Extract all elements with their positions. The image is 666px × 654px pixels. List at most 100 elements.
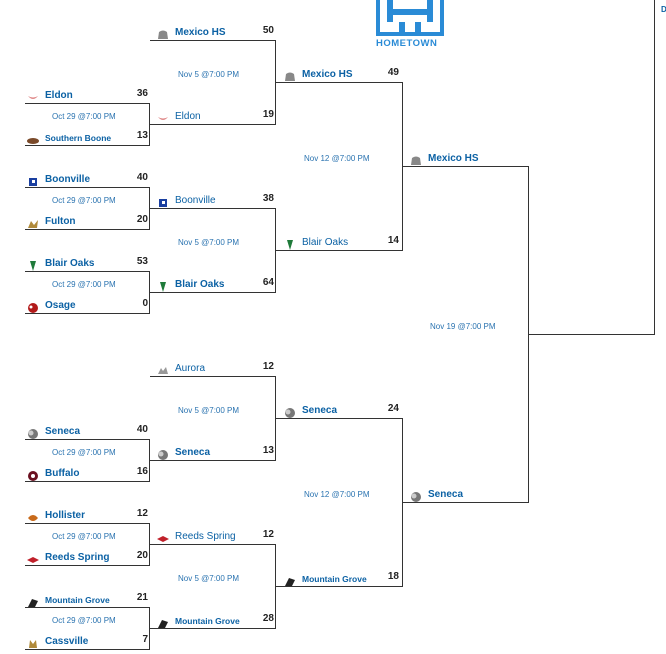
team-score: 64 [262,277,274,288]
team-slot[interactable]: Mountain Grove [157,613,240,629]
eldon-icon [157,111,169,121]
team-score: 13 [262,445,274,456]
team-score: 13 [136,130,148,141]
team-slot[interactable]: Seneca [410,486,463,502]
team-name: Blair Oaks [45,257,95,269]
team-name: Mountain Grove [302,574,367,584]
team-score: 24 [387,403,399,414]
team-name: Reeds Spring [45,551,110,563]
team-score: 12 [262,529,274,540]
team-slot[interactable]: Seneca [284,402,337,418]
team-name: Reeds Spring [175,530,236,542]
team-name: Seneca [45,425,81,437]
team-score: 21 [136,592,148,603]
bracket-line [276,586,402,587]
bracket-line [149,271,150,314]
corner-label[interactable]: D [661,5,666,14]
bracket-line [275,544,276,629]
cassville-icon [27,636,39,648]
reeds-spring-icon [27,552,39,563]
team-name: Blair Oaks [175,278,225,290]
bracket-line [276,418,402,419]
hollister-icon [27,510,39,521]
bracket-line [149,523,150,566]
team-score: 40 [136,424,148,435]
team-name: Southern Boone [45,133,112,143]
osage-icon [27,300,39,313]
team-score: 0 [142,298,148,309]
bracket-line [150,40,276,41]
game-date: Oct 29 @7:00 PM [52,196,116,205]
bracket-line [149,607,150,650]
team-slot[interactable]: Reeds Spring [27,549,109,565]
team-slot[interactable]: Boonville [27,171,90,187]
bracket-line [150,460,276,461]
bracket-line [150,292,276,293]
game-date: Nov 5 @7:00 PM [178,70,240,79]
team-score: 40 [136,172,148,183]
team-name: Buffalo [45,467,80,479]
bracket-line [276,82,402,83]
game-date: Oct 29 @7:00 PM [52,616,116,625]
team-slot[interactable]: Blair Oaks [284,234,348,250]
team-score: 53 [136,256,148,267]
team-name: Fulton [45,215,76,227]
blair-oaks-icon [284,237,296,250]
team-name: Mountain Grove [175,616,240,626]
team-slot[interactable]: Cassville [27,633,88,649]
seneca-icon [410,489,422,502]
blair-oaks-icon [157,279,169,292]
team-slot[interactable]: Fulton [27,213,76,229]
mexico-icon [410,153,422,165]
seneca-icon [157,447,169,460]
bracket-line [149,439,150,482]
bracket-line [25,103,150,104]
team-score: 12 [262,361,274,372]
team-name: Seneca [175,446,211,458]
bracket-line [150,376,276,377]
eldon-icon [27,90,39,100]
team-slot[interactable]: Seneca [27,423,80,439]
southern-boone-icon [27,133,39,144]
bracket-line [25,565,150,566]
game-date: Nov 12 @7:00 PM [304,490,370,499]
team-slot[interactable]: Eldon [157,108,201,124]
team-score: 36 [136,88,148,99]
team-slot[interactable]: Blair Oaks [157,276,224,292]
brand-name: HOMETOWN [376,38,438,49]
team-slot[interactable]: Mexico HS [157,24,226,40]
bracket-line [25,145,150,146]
bracket-line [528,334,654,335]
team-slot[interactable]: Reeds Spring [157,528,236,544]
team-name: Mexico HS [175,26,226,38]
team-slot[interactable]: Blair Oaks [27,255,94,271]
team-slot[interactable]: Osage [27,297,76,313]
team-slot[interactable]: Hollister [27,507,85,523]
team-slot[interactable]: Mexico HS [284,66,353,82]
game-date: Oct 29 @7:00 PM [52,112,116,121]
game-date: Oct 29 @7:00 PM [52,280,116,289]
team-slot[interactable]: Mountain Grove [27,592,110,608]
bracket-line [150,124,276,125]
team-name: Osage [45,299,76,311]
bracket-line [25,649,150,650]
buffalo-icon [27,468,39,481]
mexico-icon [284,69,296,81]
team-slot[interactable]: Aurora [157,360,205,376]
team-score: 18 [387,571,399,582]
fulton-icon [27,216,39,228]
team-slot[interactable]: Southern Boone [27,130,111,146]
bracket-line [25,229,150,230]
team-name: Aurora [175,362,206,374]
team-slot[interactable]: Mountain Grove [284,571,367,587]
team-slot[interactable]: Boonville [157,192,216,208]
team-slot[interactable]: Seneca [157,444,210,460]
team-score: 14 [387,235,399,246]
game-date: Nov 19 @7:00 PM [430,322,496,331]
team-slot[interactable]: Buffalo [27,465,79,481]
team-slot[interactable]: Eldon [27,87,73,103]
seneca-icon [284,405,296,418]
team-name: Eldon [175,110,201,122]
team-name: Blair Oaks [302,236,349,248]
team-slot[interactable]: Mexico HS [410,150,479,166]
